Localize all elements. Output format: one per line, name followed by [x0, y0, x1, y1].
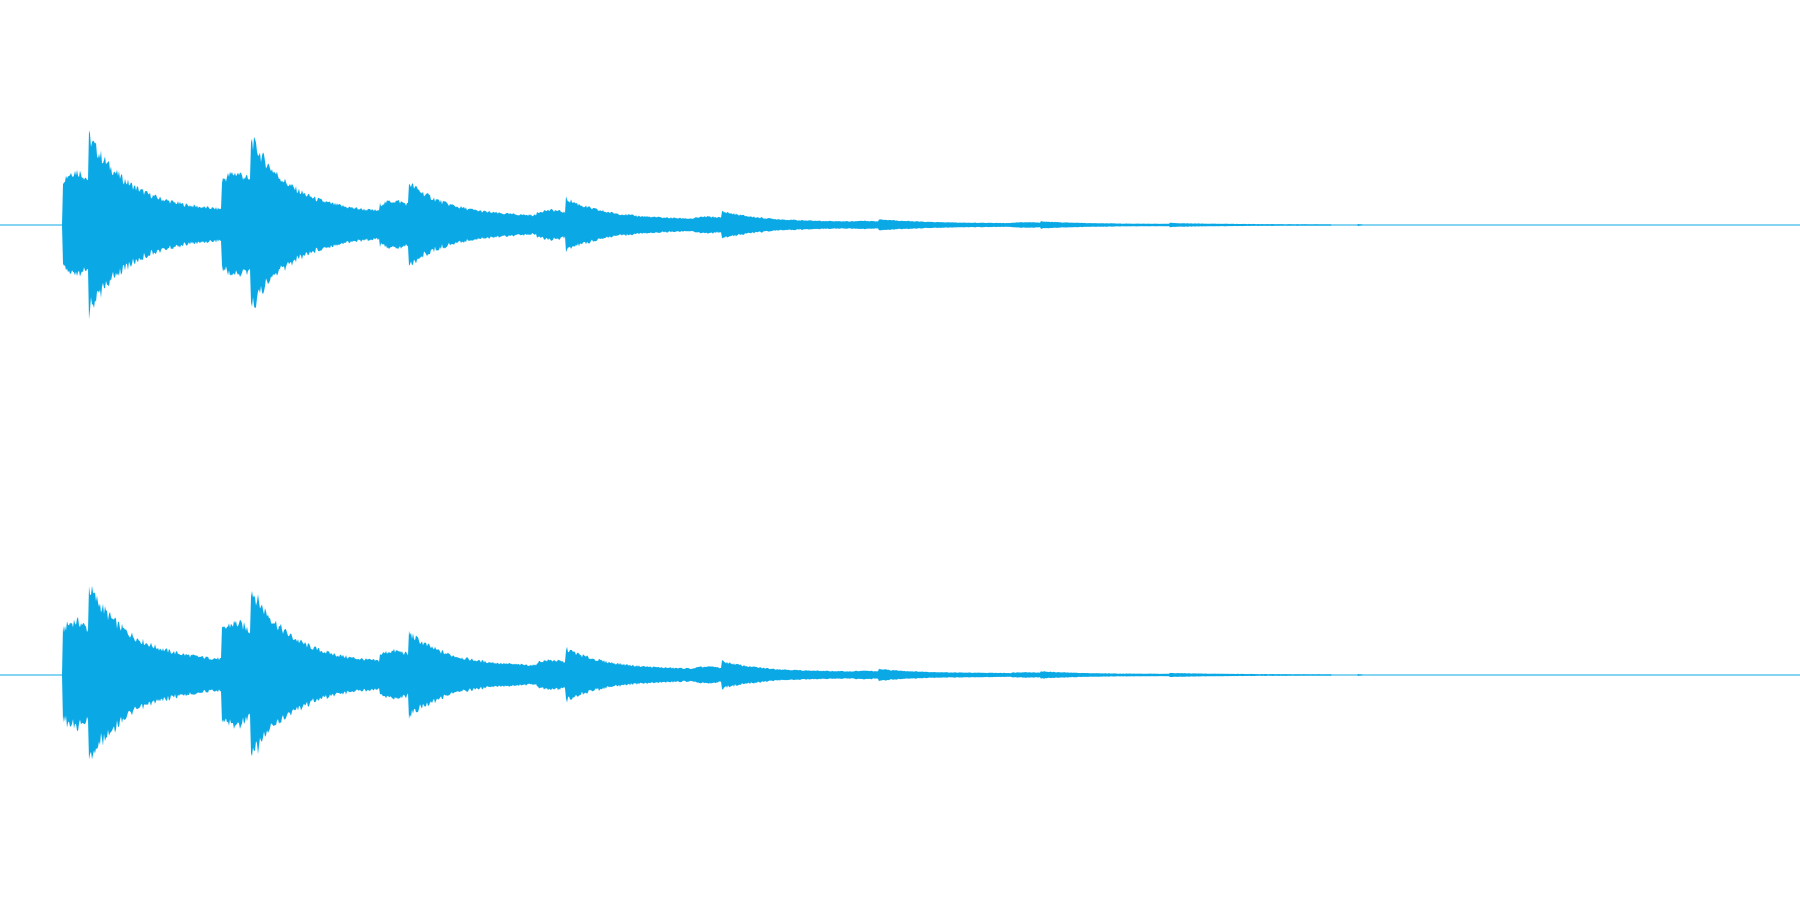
waveform-amplitude-envelope: [0, 130, 1800, 320]
waveform-amplitude-envelope: [0, 585, 1800, 760]
waveform-channel-left[interactable]: [0, 130, 1800, 320]
waveform-channel-right[interactable]: [0, 585, 1800, 760]
